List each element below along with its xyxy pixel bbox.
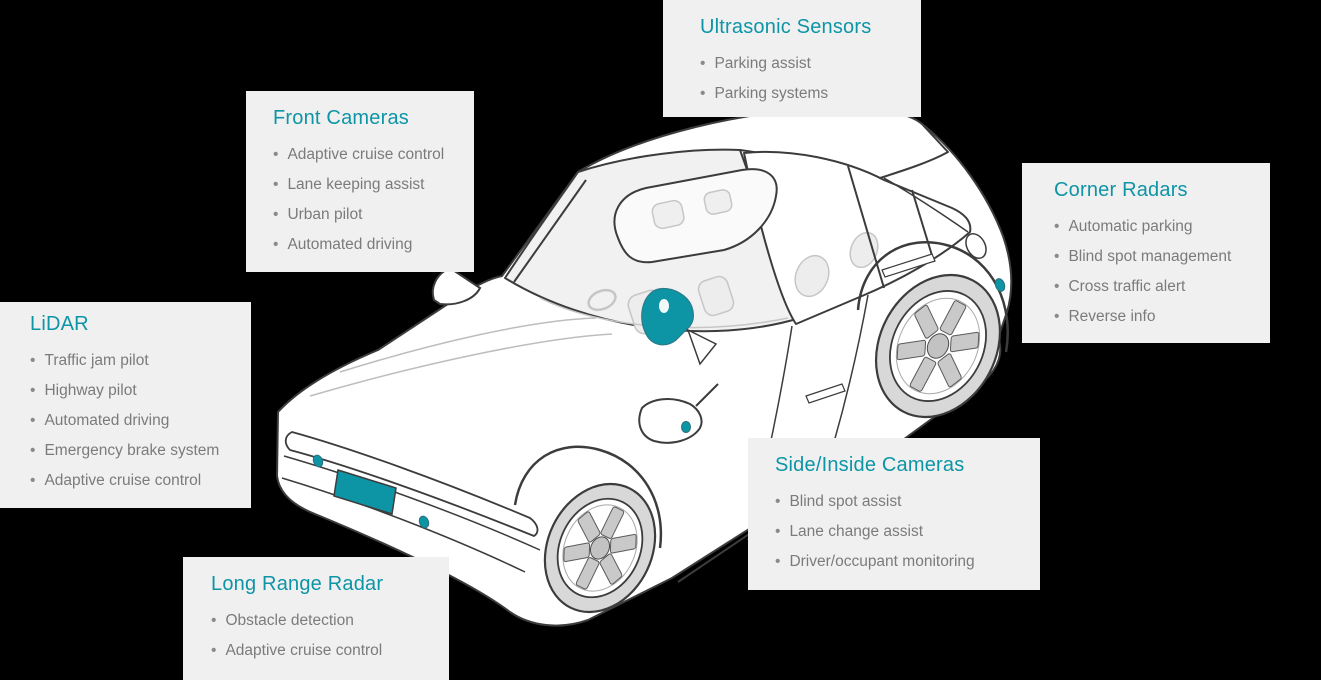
callout-item: Lane change assist [775,517,1022,547]
callout-item: Automatic parking [1054,212,1252,242]
car-b-pillar [847,165,885,289]
callout-list: Blind spot assistLane change assistDrive… [775,487,1022,577]
headlight [284,431,539,538]
corner-radar-dot [994,278,1006,292]
bumper-crease [281,477,526,573]
callout-list: Obstacle detectionAdaptive cruise contro… [211,606,431,666]
callout-item: Lane keeping assist [273,170,456,200]
callout-item: Reverse info [1054,302,1252,332]
interior-headrest [651,199,685,230]
ultrasonic-sensor-dot [312,454,324,468]
callout-item: Automated driving [30,406,233,436]
callout-list: Traffic jam pilotHighway pilotAutomated … [30,346,233,496]
callout-item: Automated driving [273,230,456,260]
long-range-radar-plate [333,469,397,515]
callout-item: Cross traffic alert [1054,272,1252,302]
callout-lidar: LiDAR Traffic jam pilotHighway pilotAuto… [0,302,251,508]
front-wheel-arch [513,445,663,549]
door-seam [833,294,869,443]
fuel-door [965,233,987,259]
callout-item: Highway pilot [30,376,233,406]
car-sunroof [613,168,778,264]
door-handle [881,253,936,278]
callout-item: Adaptive cruise control [211,636,431,666]
bumper-crease [283,455,541,551]
car-c-pillar [911,189,935,263]
callout-ultrasonic-sensors: Ultrasonic Sensors Parking assistParking… [663,0,921,117]
windshield-camera-flap [686,328,718,366]
callout-title: Side/Inside Cameras [775,454,965,476]
side-mirror-arm [695,383,719,407]
side-mirror-camera-dot [681,421,691,433]
callout-title: Front Cameras [273,107,409,129]
callout-item: Obstacle detection [211,606,431,636]
door-handle [805,383,846,404]
callout-item: Parking systems [700,79,903,109]
rear-wheel-arch [856,241,1009,353]
interior-headrest [703,189,733,215]
callout-title: LiDAR [30,313,89,335]
callout-long-range-radar: Long Range Radar Obstacle detectionAdapt… [183,557,449,680]
side-mirror [638,398,703,444]
interior-steering-wheel [587,288,617,312]
callout-item: Traffic jam pilot [30,346,233,376]
callout-side-inside-cameras: Side/Inside Cameras Blind spot assistLan… [748,438,1040,590]
callout-item: Adaptive cruise control [273,140,456,170]
ultrasonic-sensor-dot [418,515,430,529]
windshield-camera-lens [659,299,669,313]
callout-item: Adaptive cruise control [30,466,233,496]
callout-title: Long Range Radar [211,573,384,595]
front-wheel [524,465,676,630]
callout-item: Blind spot assist [775,487,1022,517]
hood-crease [309,333,613,397]
callout-corner-radars: Corner Radars Automatic parkingBlind spo… [1022,163,1270,343]
car-a-pillar-line [513,179,587,283]
callout-list: Parking assistParking systems [700,49,903,109]
callout-item: Driver/occupant monitoring [775,547,1022,577]
interior-seat [697,275,735,317]
callout-title: Ultrasonic Sensors [700,16,872,38]
callout-front-cameras: Front Cameras Adaptive cruise controlLan… [246,91,474,272]
callout-item: Blind spot management [1054,242,1252,272]
interior-seat [794,254,830,298]
callout-item: Parking assist [700,49,903,79]
far-side-mirror [431,266,482,306]
callout-title: Corner Radars [1054,179,1188,201]
callout-item: Urban pilot [273,200,456,230]
callout-list: Automatic parkingBlind spot managementCr… [1054,212,1252,332]
car-deck-seam [883,177,969,233]
hood-crease [339,317,597,373]
callout-list: Adaptive cruise controlLane keeping assi… [273,140,456,260]
callout-item: Emergency brake system [30,436,233,466]
rear-wheel [852,253,1024,439]
windshield-camera [641,287,694,346]
